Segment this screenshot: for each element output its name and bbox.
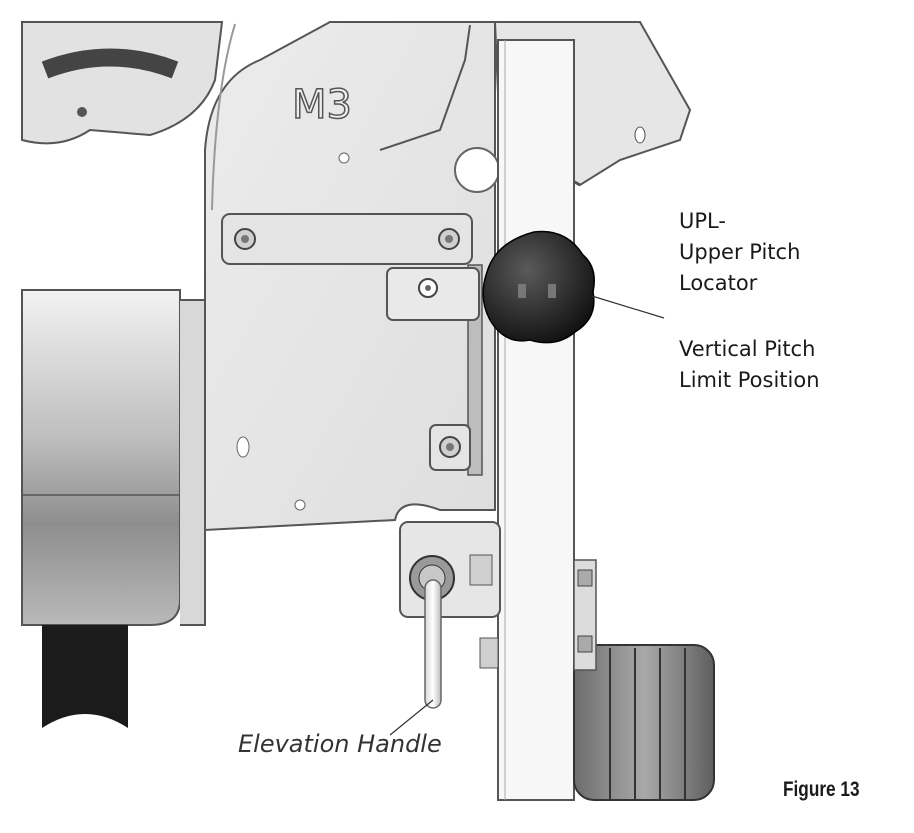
column-clamp: [479, 559, 597, 671]
upl-callout-line-1: UPL-: [679, 209, 726, 233]
elevation-handle-mount: [399, 521, 501, 618]
elevation-handle: [424, 579, 442, 709]
drive-wheel: [573, 644, 715, 801]
upl-knob: [482, 230, 595, 344]
lower-screw-block: [429, 424, 471, 471]
upl-callout-line-2: Upper Pitch: [679, 240, 801, 264]
vertical-pitch-callout: Vertical Pitch Limit Position: [679, 334, 820, 396]
support-foot: [42, 625, 128, 728]
vertical-column: [497, 39, 575, 801]
vertical-pitch-callout-line-1: Vertical Pitch: [679, 337, 816, 361]
figure-caption: Figure 13: [783, 778, 860, 801]
upl-callout: UPL- Upper Pitch Locator: [679, 206, 800, 299]
vertical-pitch-callout-line-2: Limit Position: [679, 368, 820, 392]
main-body-plate: M3: [204, 21, 500, 532]
elevation-leader-line: [389, 699, 434, 736]
motor-housing: [21, 289, 206, 626]
upper-housing: [21, 21, 224, 145]
mounting-strip: [221, 213, 473, 265]
upl-bracket: [386, 267, 480, 321]
upl-callout-line-3: Locator: [679, 271, 758, 295]
upl-leader-line: [591, 295, 665, 319]
m3-marking: M3: [292, 82, 352, 128]
elevation-handle-callout: Elevation Handle: [238, 730, 442, 758]
